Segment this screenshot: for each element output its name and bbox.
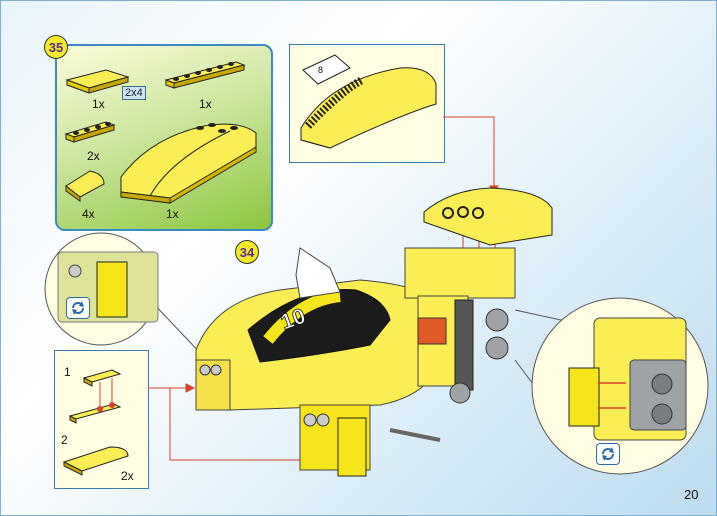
rotate-model-icon [596, 443, 620, 465]
part-qty: 1x [166, 207, 179, 221]
yellow-curved-slope-icon [65, 170, 105, 202]
subassembly-illustration [62, 369, 129, 476]
step-34-badge: 34 [235, 240, 259, 264]
yellow-plate-2x4-icon [65, 69, 130, 94]
detail-callout-right [514, 297, 709, 475]
step-35-badge: 35 [44, 35, 68, 59]
sticker-number: 8 [318, 65, 323, 75]
car-model [195, 247, 516, 477]
part-qty: 2x [87, 149, 100, 163]
part-qty: 1x [92, 97, 105, 111]
subassembly-step-1: 1 [64, 365, 71, 379]
rotate-model-icon [66, 297, 90, 319]
page-number: 20 [684, 487, 699, 502]
part-size-label: 2x4 [122, 86, 146, 100]
sticker-illustration [300, 54, 437, 149]
floating-hood-part [423, 187, 553, 246]
part-qty: 4x [82, 207, 95, 221]
yellow-plate-1x6-icon [164, 61, 246, 89]
subassembly-multiplier: 2x [121, 469, 134, 483]
subassembly-step-2: 2 [61, 433, 68, 447]
yellow-curved-hood-icon [120, 123, 257, 204]
yellow-plate-1x4-icon [64, 121, 116, 143]
part-qty: 1x [199, 97, 212, 111]
detail-callout-left [44, 232, 206, 359]
